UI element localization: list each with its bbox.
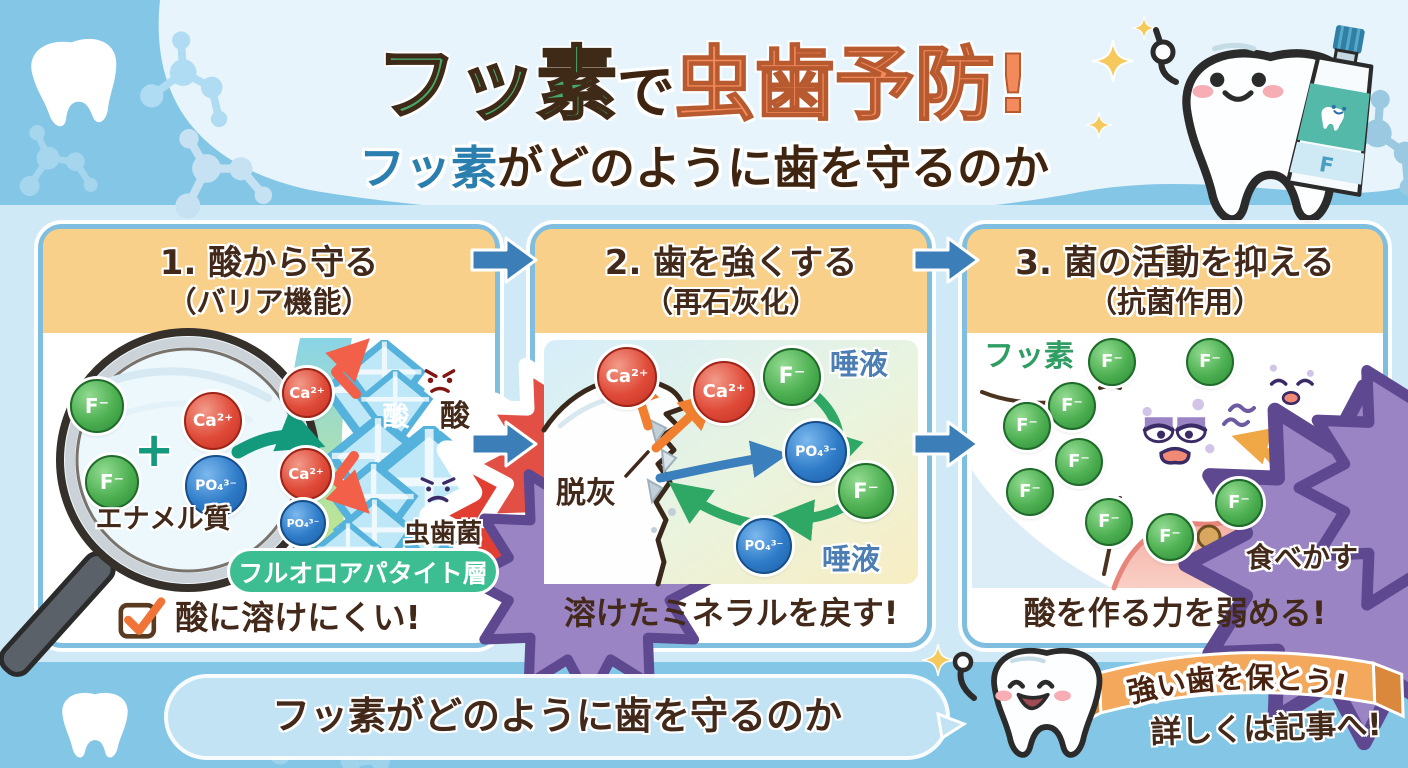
fluoride-ion: F⁻ xyxy=(1088,338,1136,386)
calcium-ion: Ca²⁺ xyxy=(597,347,657,407)
demineralization-pointer xyxy=(624,450,650,478)
fluoride-ion: F⁻ xyxy=(1055,438,1103,486)
title-fluoride: フッ素 xyxy=(376,37,619,133)
panel-antibacterial-header: 3. 菌の活動を抑える （抗菌作用） xyxy=(967,229,1383,333)
panel-remineralization-title: 2. 歯を強くする xyxy=(604,243,858,284)
panel-antibacterial-subtitle: （抗菌作用） xyxy=(1087,284,1262,319)
phosphate-ion: PO₄³⁻ xyxy=(185,455,247,517)
panel-barrier-title: 1. 酸から守る xyxy=(159,243,379,284)
next-step-arrow-icon xyxy=(912,420,980,468)
fluoride-ion: F⁻ xyxy=(1215,479,1263,527)
enamel-label: エナメル質 xyxy=(95,504,231,535)
toothpaste-letter: F xyxy=(1318,152,1336,178)
demineralization-label: 脱灰 xyxy=(556,476,616,511)
barrier-conclusion: 酸に溶けにくい! xyxy=(175,597,421,637)
fluoride-ion: F⁻ xyxy=(1186,338,1234,386)
footer-speech-bubble: フッ素がどのように歯を守るのか xyxy=(168,678,946,756)
tooth-character-icon xyxy=(1150,27,1316,202)
speech-bubble-tail xyxy=(936,711,968,741)
fluoride-ion: F⁻ xyxy=(1085,498,1133,546)
fluorapatite-layer-pill: フルオロアパタイト層 xyxy=(230,551,496,592)
antibacterial-illustration xyxy=(972,330,1388,650)
calcium-ion: Ca²⁺ xyxy=(280,448,332,500)
panel-remineralization-header: 2. 歯を強くする （再石灰化） xyxy=(535,229,927,333)
cavity-bacteria-icon xyxy=(420,458,710,700)
title-prevention: 虫歯予防! xyxy=(674,37,1032,132)
cavity-bacteria-label: 虫歯菌 xyxy=(403,519,482,549)
page-subtitle: フッ素がどのように歯を守るのか xyxy=(0,132,1408,198)
fluoride-ion: F⁻ xyxy=(1146,513,1194,561)
next-step-arrow-icon xyxy=(470,420,538,468)
fluoride-ion: F⁻ xyxy=(1006,468,1054,516)
phosphate-ion: PO₄³⁻ xyxy=(736,518,792,574)
title-connector: で xyxy=(616,58,675,126)
fluoride-ion: F⁻ xyxy=(85,455,139,509)
footer-bubble-text: フッ素がどのように歯を守るのか xyxy=(271,694,842,739)
food-debris-label: 食べかす xyxy=(1245,541,1358,574)
phosphate-ion: PO₄³⁻ xyxy=(785,421,847,483)
phosphate-ion: PO₄³⁻ xyxy=(280,500,326,546)
fluoride-ion: F⁻ xyxy=(1003,402,1051,450)
tooth-shading xyxy=(972,470,1112,588)
tooth-character-icon xyxy=(952,636,1096,768)
panel-antibacterial-title: 3. 菌の活動を抑える xyxy=(1015,243,1335,284)
page-title: フッ素で虫歯予防! xyxy=(0,20,1408,136)
fluoride-ion: F⁻ xyxy=(1048,382,1096,430)
acid-badge-text: 酸 xyxy=(382,402,410,433)
remineralization-conclusion: 溶けたミネラルを戻す! xyxy=(563,594,899,632)
top-light-wave xyxy=(158,0,1408,219)
acid-bounce-arrow xyxy=(325,338,370,399)
barrier-conclusion-row: 酸に溶けにくい! xyxy=(48,596,490,640)
calcium-ion: Ca²⁺ xyxy=(184,392,242,450)
reaction-arrow xyxy=(231,407,326,459)
acid-bounce-arrow xyxy=(325,451,370,514)
panel-barrier-subtitle: （バリア機能） xyxy=(167,284,371,319)
weak-bacteria-icon xyxy=(1142,386,1408,742)
antibacterial-conclusion: 酸を作る力を弱める! xyxy=(1023,594,1327,632)
tired-bacteria-icon xyxy=(1269,353,1408,623)
fluoride-ion: F⁻ xyxy=(763,348,821,406)
calcium-ion: Ca²⁺ xyxy=(282,368,332,418)
weakness-marks xyxy=(1228,403,1256,413)
fluoride-ion: F⁻ xyxy=(70,379,124,433)
tooth-silhouette-icon xyxy=(52,682,138,768)
saliva-label-top: 唾液 xyxy=(830,347,889,381)
phosphate-arrow xyxy=(655,440,789,483)
next-step-arrow-icon xyxy=(912,236,980,284)
plus-sign: + xyxy=(134,422,175,478)
acid-bacteria-icon xyxy=(424,350,697,578)
toothpaste-tube-icon: F xyxy=(1285,25,1374,197)
fluoride-ion: F⁻ xyxy=(838,463,894,519)
subtitle-highlight: フッ素 xyxy=(359,141,497,195)
panel-remineralization-subtitle: （再石灰化） xyxy=(643,284,818,319)
checkmark-icon xyxy=(118,597,166,639)
panel-barrier-header: 1. 酸から守る （バリア機能） xyxy=(43,229,495,333)
next-step-arrow-icon xyxy=(470,236,538,284)
fluoride-label: フッ素 xyxy=(984,339,1074,374)
subtitle-rest: がどのように歯を守るのか xyxy=(497,141,1049,195)
calcium-ion: Ca²⁺ xyxy=(693,361,755,423)
acid-label: 酸 xyxy=(440,399,470,434)
saliva-label-bottom: 唾液 xyxy=(822,542,881,576)
